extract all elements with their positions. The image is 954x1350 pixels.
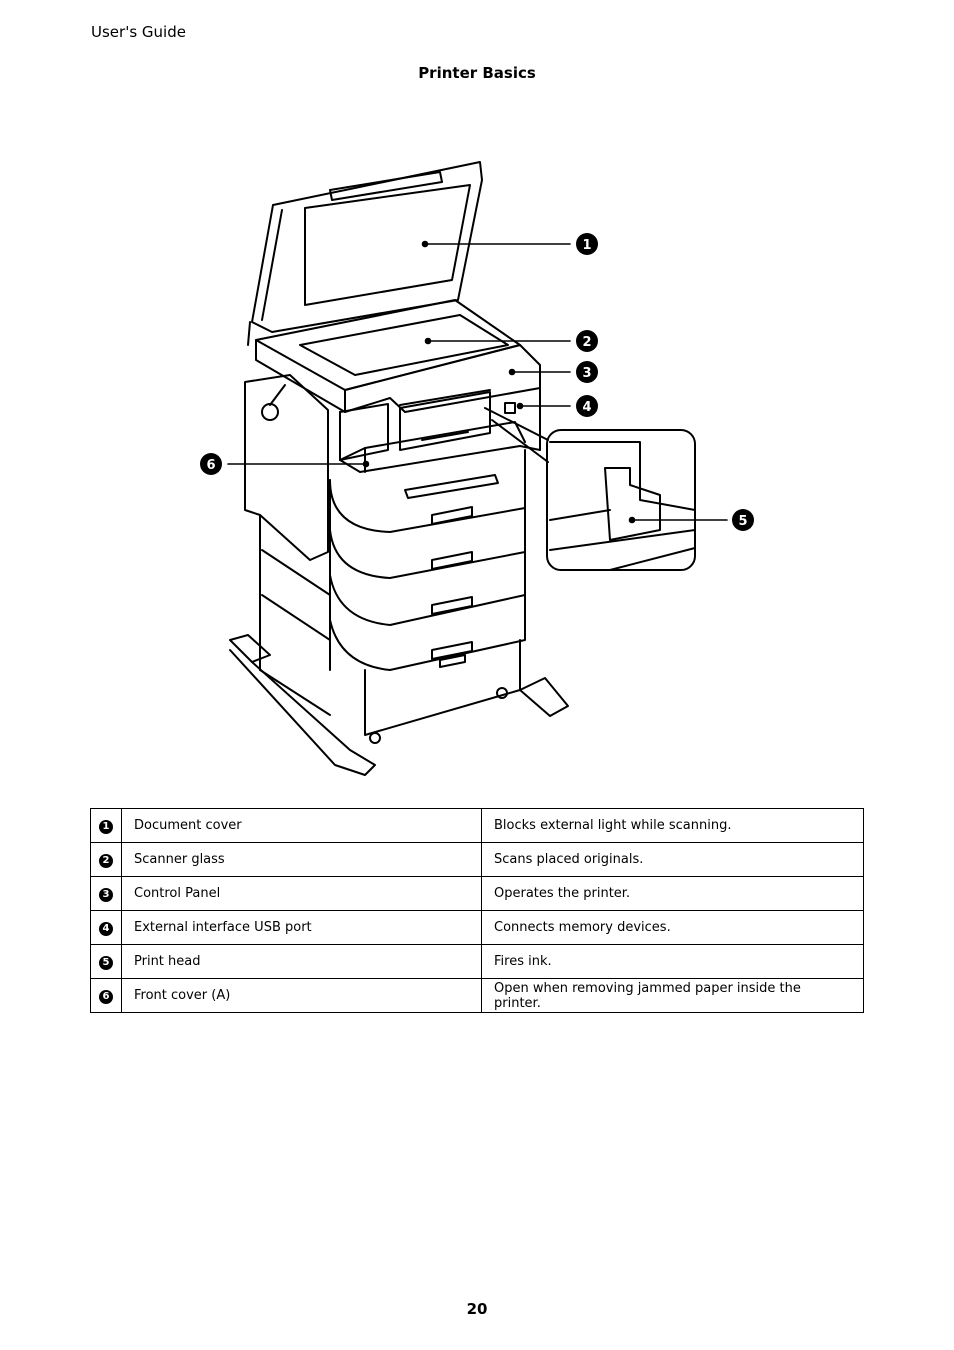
part-description: Connects memory devices.: [481, 910, 864, 945]
callout-badge-1: 1: [576, 233, 598, 255]
paper-cassettes-drawing: [259, 449, 526, 716]
callout-badge-2: 2: [576, 330, 598, 352]
number-badge: 6: [99, 989, 113, 1004]
number-badge: 2: [99, 853, 113, 868]
part-description: Blocks external light while scanning.: [481, 808, 864, 843]
stand-drawing: [229, 634, 569, 776]
table-row: 1 Document cover Blocks external light w…: [90, 808, 864, 843]
part-name: External interface USB port: [121, 910, 482, 945]
svg-text:6: 6: [206, 458, 215, 473]
part-name: Document cover: [121, 808, 482, 843]
svg-text:4: 4: [582, 400, 591, 415]
number-badge: 4: [99, 921, 113, 936]
callout-leaders: [227, 240, 728, 524]
svg-text:5: 5: [738, 514, 747, 529]
svg-text:1: 1: [582, 238, 591, 253]
part-name: Front cover (A): [121, 978, 482, 1013]
number-badge: 1: [99, 819, 113, 834]
callout-badge-4: 4: [576, 395, 598, 417]
callout-badge-6: 6: [200, 453, 222, 475]
svg-text:2: 2: [582, 335, 591, 350]
part-description: Open when removing jammed paper inside t…: [481, 978, 864, 1013]
parts-table: 1 Document cover Blocks external light w…: [90, 808, 864, 1013]
page-number: 20: [466, 1300, 488, 1318]
print-head-inset: [484, 407, 696, 571]
part-name: Control Panel: [121, 876, 482, 911]
table-row: 5 Print head Fires ink.: [90, 944, 864, 979]
callout-badge-5: 5: [732, 509, 754, 531]
number-badge: 5: [99, 955, 113, 970]
document-cover-drawing: [247, 161, 483, 346]
part-name: Print head: [121, 944, 482, 979]
printer-illustration: 1 2 3 4 5 6: [190, 150, 770, 790]
front-cover-drawing: [339, 421, 526, 499]
callout-badge-3: 3: [576, 361, 598, 383]
control-panel-drawing: [344, 344, 541, 413]
table-row: 6 Front cover (A) Open when removing jam…: [90, 978, 864, 1013]
svg-text:3: 3: [582, 366, 591, 381]
part-description: Scans placed originals.: [481, 842, 864, 877]
part-description: Operates the printer.: [481, 876, 864, 911]
table-row: 2 Scanner glass Scans placed originals.: [90, 842, 864, 877]
section-title: Printer Basics: [418, 64, 536, 82]
part-description: Fires ink.: [481, 944, 864, 979]
table-row: 3 Control Panel Operates the printer.: [90, 876, 864, 911]
number-badge: 3: [99, 887, 113, 902]
part-name: Scanner glass: [121, 842, 482, 877]
document-title: User's Guide: [91, 23, 186, 41]
table-row: 4 External interface USB port Connects m…: [90, 910, 864, 945]
